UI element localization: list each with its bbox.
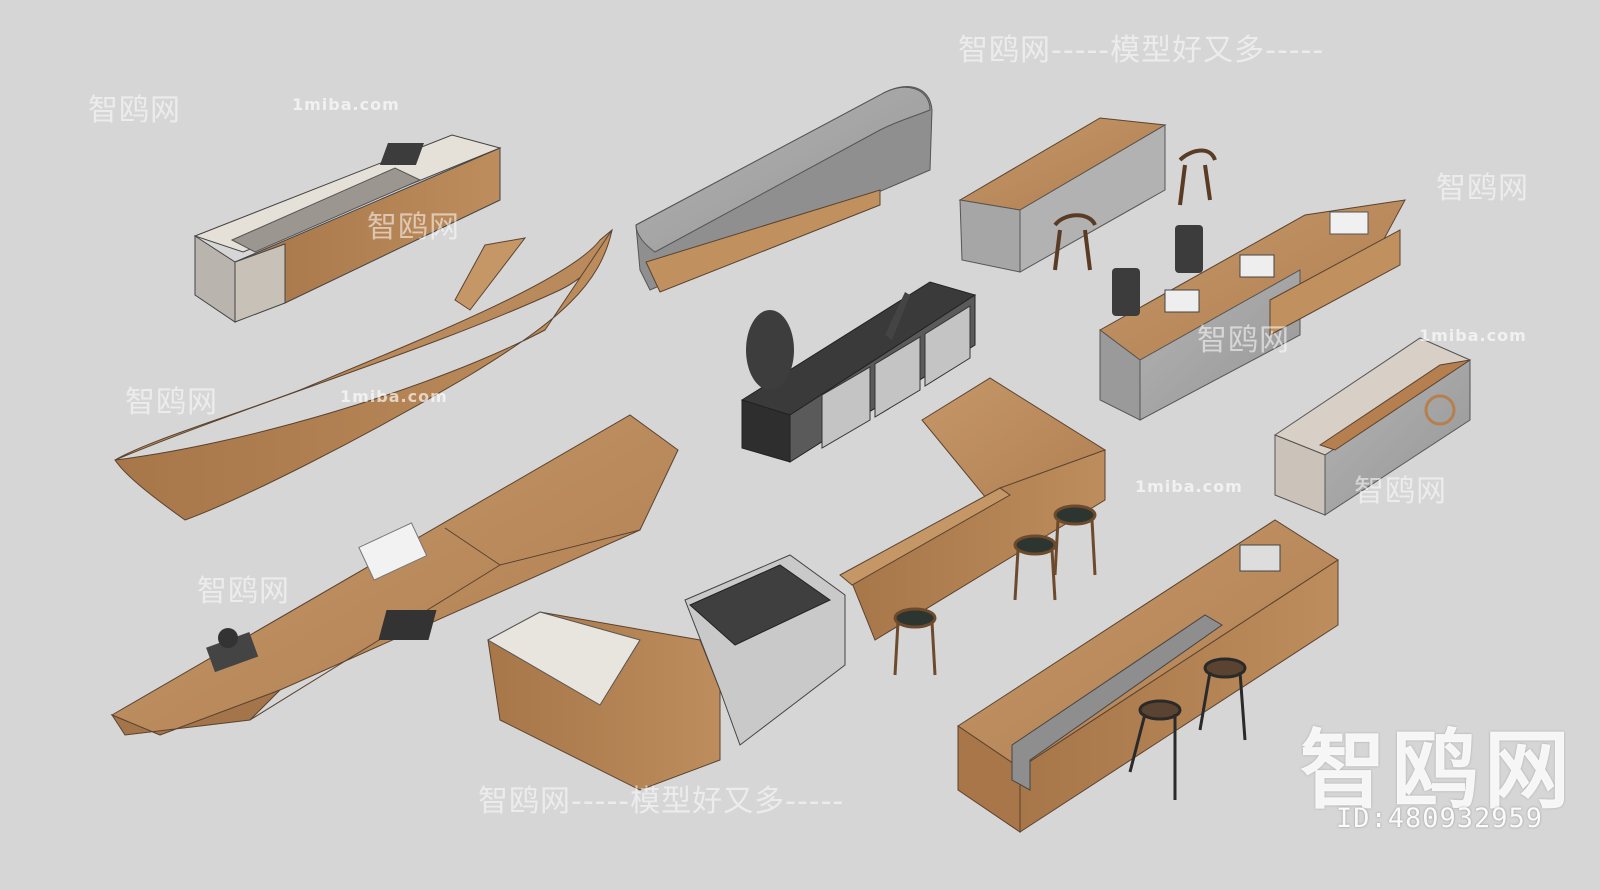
bar-stools-black: [1128, 657, 1247, 800]
chair-wood: [1053, 148, 1217, 271]
desk-bar-counter: [957, 519, 1339, 833]
desk-concrete-logo: [1273, 337, 1472, 516]
desk-office-monitors: [1099, 199, 1406, 421]
desk-black-panels: [740, 281, 977, 463]
bar-stools: [893, 504, 1097, 676]
desk-stone-wood: [193, 134, 502, 323]
desk-concrete-chairs: [958, 117, 1217, 273]
desk-curved-wood: [114, 228, 613, 521]
desk-grey-concrete-curved: [635, 86, 933, 293]
desk-angular-wood: [110, 414, 679, 736]
desk-cafe-counter: [378, 377, 1106, 791]
